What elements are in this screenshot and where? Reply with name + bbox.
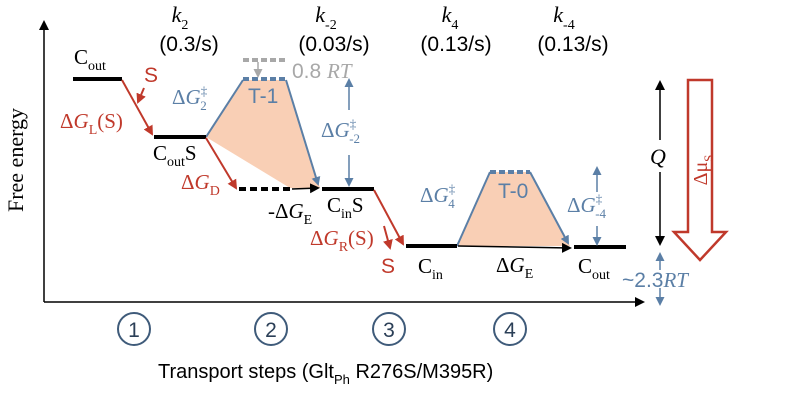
svg-text:1: 1 (128, 319, 140, 342)
dg-e-arrow (457, 242, 572, 253)
step-4: 4 (493, 312, 527, 346)
label-t0: T-0 (498, 180, 528, 203)
step-2: 2 (254, 312, 288, 346)
label-dg2: ΔG‡2 (172, 83, 208, 113)
label-dg-l: ΔGL(S) (60, 109, 123, 138)
dg-d-arrow (205, 137, 238, 190)
step-3: 3 (372, 312, 406, 346)
dg-l-arrow (121, 79, 153, 136)
svg-text:k-4: k-4 (553, 2, 574, 33)
y-axis-label: Free energy (3, 108, 28, 212)
label-q: Q (650, 144, 666, 169)
label-dg-r: ΔGR(S) (310, 226, 374, 255)
svg-text:2: 2 (265, 319, 277, 342)
label-dg-e-neg: -ΔGE (268, 199, 312, 228)
s-bind-arrow (136, 87, 146, 104)
label-dg-e: ΔGE (496, 253, 533, 282)
svg-text:(0.03/s): (0.03/s) (298, 33, 369, 56)
x-axis-label: Transport steps (GltPh R276S/M395R) (158, 361, 493, 387)
rate-k-2: k-2 (0.03/s) (298, 2, 369, 56)
label-c-in: Cin (418, 254, 443, 283)
svg-text:(0.13/s): (0.13/s) (420, 33, 491, 56)
svg-text:3: 3 (383, 319, 395, 342)
label-dmu: ΔμS (690, 155, 716, 186)
dmu-arrow (671, 78, 729, 262)
rate-k4: k4 (0.13/s) (420, 2, 491, 56)
label-c-in-s: CinS (327, 193, 364, 222)
dg-e-neg-arrow (291, 183, 320, 194)
svg-text:(0.3/s): (0.3/s) (159, 33, 219, 56)
label-s-bind: S (144, 64, 158, 87)
label-c-out-s: CoutS (153, 141, 197, 170)
rate-k2: k2 (0.3/s) (159, 2, 219, 56)
label-c-out-1: Cout (74, 45, 106, 74)
label-dg4: ΔG‡4 (420, 181, 456, 211)
label-t1: T-1 (248, 85, 278, 108)
svg-text:k4: k4 (442, 2, 459, 33)
svg-text:k-2: k-2 (315, 2, 336, 33)
transition-t0-fill (457, 172, 570, 246)
rate-k-4: k-4 (0.13/s) (537, 2, 608, 56)
transition-t1-fill (206, 80, 320, 188)
s-release-arrow (383, 225, 393, 250)
label-rt-23: ~2.3RT (622, 268, 689, 292)
t0-up-line (456, 171, 491, 247)
label-dg-2: ΔG‡-2 (321, 116, 360, 146)
step-1: 1 (117, 312, 151, 346)
t1-down-arrow (285, 79, 321, 186)
label-c-out-2: Cout (578, 254, 610, 283)
dg-r-arrow (373, 189, 404, 246)
label-dg-4: ΔG‡-4 (567, 191, 607, 221)
t1-up-line (205, 79, 244, 138)
t0-down-arrow (529, 171, 569, 245)
svg-text:4: 4 (504, 319, 516, 342)
label-rt-08: 0.8 RT (292, 59, 353, 83)
label-dg-d: ΔGD (181, 170, 220, 199)
label-s-release: S (381, 255, 395, 278)
svg-text:k2: k2 (172, 2, 189, 33)
svg-text:(0.13/s): (0.13/s) (537, 33, 608, 56)
